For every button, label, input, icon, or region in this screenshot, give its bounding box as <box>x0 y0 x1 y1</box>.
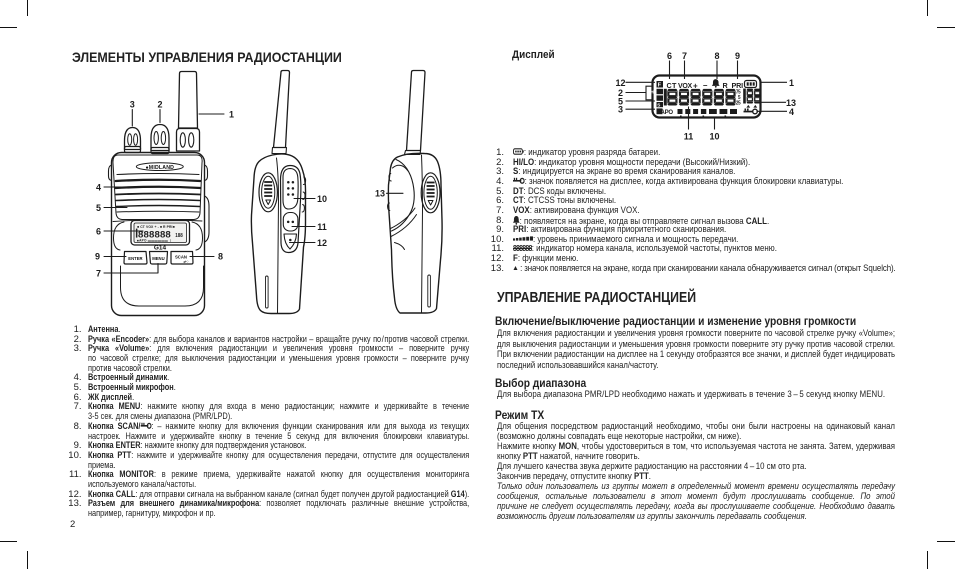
svg-text:SCAN: SCAN <box>175 254 187 259</box>
svg-text:888888: 888888 <box>138 229 171 240</box>
svg-text:12: 12 <box>317 238 327 248</box>
svg-text:9: 9 <box>95 252 100 262</box>
svg-text:HI: HI <box>651 89 655 94</box>
svg-text:11: 11 <box>684 132 694 142</box>
svg-text:11: 11 <box>317 222 327 232</box>
svg-text:12: 12 <box>615 78 625 88</box>
svg-text:DT: DT <box>640 109 646 114</box>
svg-text:F: F <box>658 83 662 89</box>
svg-text:CT: CT <box>667 81 677 90</box>
svg-text:VOX: VOX <box>678 83 693 90</box>
svg-text:10: 10 <box>317 194 327 204</box>
svg-text:10: 10 <box>709 132 719 142</box>
svg-text:7: 7 <box>96 269 101 279</box>
svg-text:2: 2 <box>157 100 162 110</box>
svg-text:5: 5 <box>618 96 623 106</box>
svg-text:25: 25 <box>736 100 741 106</box>
svg-text:–: – <box>703 81 708 90</box>
svg-text:8: 8 <box>714 51 719 61</box>
svg-text:1: 1 <box>789 78 794 88</box>
svg-text:2: 2 <box>618 88 623 98</box>
svg-text:5: 5 <box>96 203 101 213</box>
svg-text:7: 7 <box>682 51 687 61</box>
svg-text:APO: APO <box>661 109 674 116</box>
svg-text:■APO ▬▬▬▬▬▬ ⋮: ■APO ▬▬▬▬▬▬ ⋮ <box>137 239 173 244</box>
svg-text:188: 188 <box>175 232 183 239</box>
svg-text:ENTER: ENTER <box>128 256 143 261</box>
svg-text:R: R <box>723 81 729 90</box>
svg-text:3: 3 <box>618 105 623 115</box>
svg-text:1: 1 <box>229 109 234 119</box>
svg-text:13: 13 <box>375 189 385 199</box>
svg-text:75: 75 <box>736 89 741 95</box>
svg-text:G14: G14 <box>154 244 167 251</box>
svg-text:8: 8 <box>218 252 223 262</box>
svg-text:+: + <box>693 82 698 91</box>
svg-text:3: 3 <box>130 100 135 110</box>
svg-text:4: 4 <box>789 107 794 117</box>
svg-text:⥂○: ⥂○ <box>183 260 188 264</box>
svg-text:4: 4 <box>96 183 101 193</box>
svg-text:MENU: MENU <box>152 256 164 261</box>
svg-text:5: 5 <box>738 95 741 101</box>
svg-text:PRI: PRI <box>732 81 744 90</box>
svg-text:6: 6 <box>96 227 101 237</box>
svg-text:S: S <box>657 103 660 108</box>
svg-text:■ CT VOX + - ■ R PRI■: ■ CT VOX + - ■ R PRI■ <box>137 225 175 229</box>
svg-text:9: 9 <box>735 51 740 61</box>
svg-text:●MIDLAND: ●MIDLAND <box>145 165 174 171</box>
svg-text:13: 13 <box>786 98 796 108</box>
svg-text:LO: LO <box>631 96 637 102</box>
svg-text:6: 6 <box>667 51 672 61</box>
